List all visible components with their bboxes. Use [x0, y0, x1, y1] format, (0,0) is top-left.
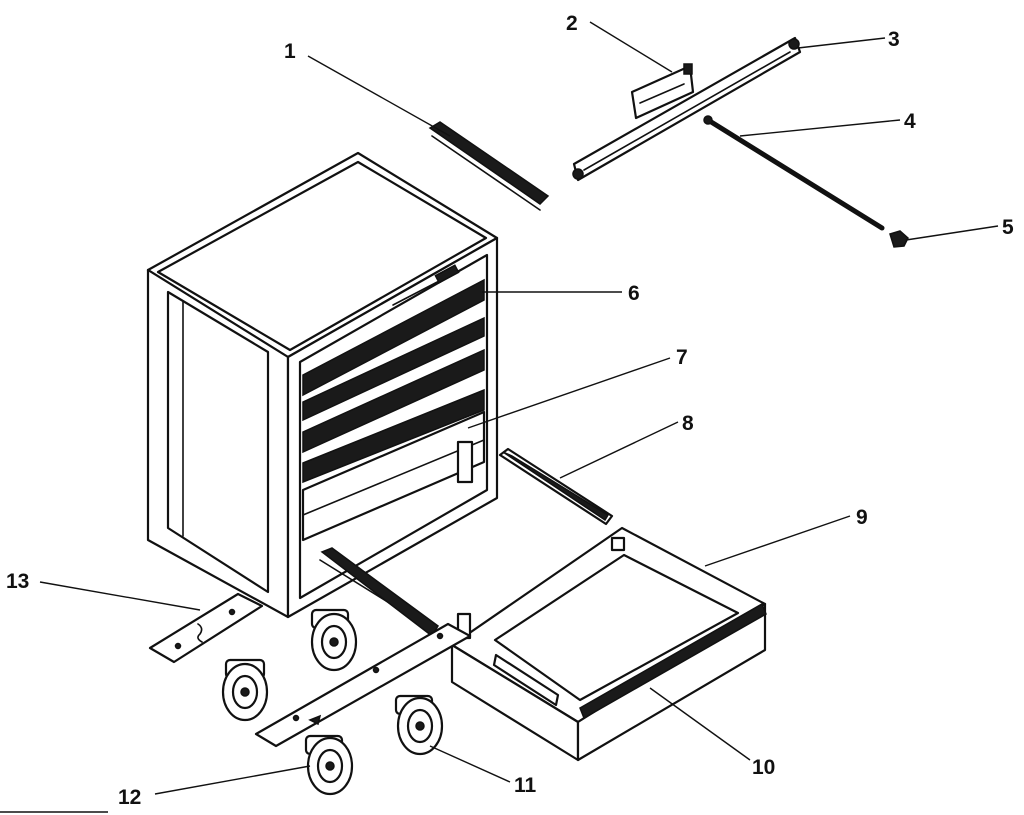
leader-8 [559, 421, 679, 479]
callout-12: 12 [118, 786, 141, 809]
leader-9 [704, 515, 851, 567]
callout-8: 8 [682, 412, 694, 435]
part-1-drawer-slide [428, 121, 550, 211]
part-10-drawer-slide [579, 602, 767, 720]
callout-5: 5 [1002, 216, 1014, 239]
caster-rear-left [221, 658, 269, 722]
leader-1 [307, 55, 451, 137]
callouts: 1 2 3 4 5 6 7 8 9 10 11 12 13 [6, 12, 1014, 809]
callout-4: 4 [904, 110, 916, 133]
leader-11 [429, 745, 511, 783]
callout-11: 11 [514, 774, 537, 797]
part-2-bracket [630, 63, 695, 120]
leader-2 [589, 21, 673, 73]
callout-7: 7 [676, 346, 688, 369]
leader-7 [467, 357, 671, 429]
caster-plate-front [254, 622, 472, 748]
leader-4 [739, 119, 901, 137]
part-12-caster [304, 734, 354, 796]
callout-9: 9 [856, 506, 868, 529]
callout-13: 13 [6, 570, 29, 593]
leader-10 [649, 687, 751, 761]
tool-cabinet [146, 151, 499, 619]
callout-1: 1 [284, 40, 296, 63]
leader-13 [39, 581, 201, 611]
leader-3 [797, 37, 886, 49]
callout-6: 6 [628, 282, 640, 305]
callout-3: 3 [888, 28, 900, 51]
part-5-nut [889, 230, 909, 248]
callout-2: 2 [566, 12, 578, 35]
part-13-caster-plate [148, 592, 264, 664]
part-4-rod [703, 115, 885, 231]
part-11-caster [394, 694, 444, 756]
leader-lines [39, 21, 999, 795]
caster-rear-right [310, 608, 358, 672]
leader-5 [905, 225, 999, 241]
callout-10: 10 [752, 756, 775, 779]
part-3-long-rail [572, 36, 802, 182]
part-9-drawer [450, 526, 767, 762]
leader-12 [154, 765, 311, 795]
part-8-drawer-slide [319, 447, 614, 638]
